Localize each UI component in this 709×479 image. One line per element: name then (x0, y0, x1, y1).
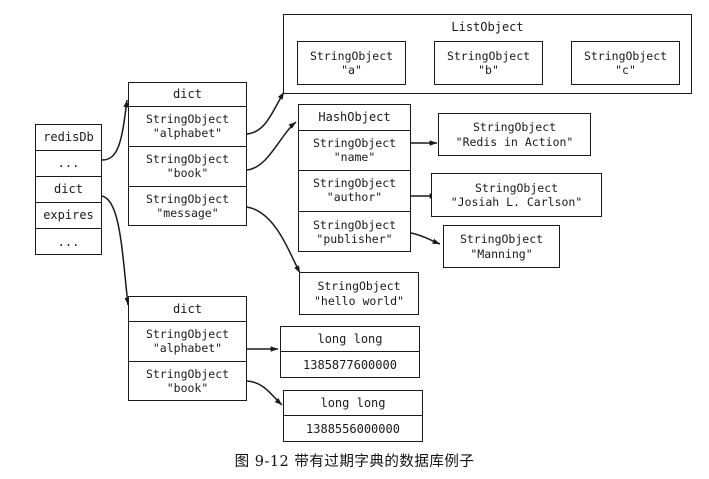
hash-value-publisher: StringObject"Manning" (443, 225, 560, 268)
expires-dict-header: dict (129, 297, 246, 322)
connector-publisher-to-manning (410, 232, 441, 245)
hash-field-author: StringObject"author" (299, 171, 410, 212)
main-dict-table: dict StringObject"alphabet" StringObject… (128, 82, 247, 226)
main-dict-key-message: StringObject"message" (145, 192, 230, 220)
expires-dict-table: dict StringObject"alphabet" StringObject… (128, 296, 247, 401)
expire-value-book: long long 1388556000000 (283, 390, 423, 442)
redisdb-struct: redisDb ... dict expires ... (35, 124, 102, 255)
figure-caption: 图 9-12 带有过期字典的数据库例子 (234, 454, 475, 470)
expire-value-number: 1388556000000 (306, 422, 400, 437)
connector-db-expires-to-expires-dict (101, 195, 130, 306)
connector-message-to-helloworld (246, 206, 301, 274)
hash-object-table: HashObject StringObject"name" StringObje… (298, 104, 411, 252)
list-object-title: ListObject (451, 20, 524, 34)
expire-value-number: 1385877600000 (303, 358, 397, 373)
redisdb-row-dict: dict (36, 177, 101, 203)
redisdb-row-expires: expires (36, 203, 101, 229)
connector-expbook-to-ts2 (246, 380, 283, 406)
expires-dict-key-alphabet: StringObject"alphabet" (129, 322, 246, 362)
message-string-object: StringObject"hello world" (299, 272, 419, 315)
expire-value-type: long long (284, 391, 422, 416)
main-dict-header: dict (129, 83, 246, 107)
list-item-b: StringObject"b" (434, 41, 543, 85)
expire-value-type: long long (281, 327, 419, 352)
hash-object-header: HashObject (299, 105, 410, 131)
redisdb-row: ... (57, 235, 80, 250)
list-item-a: StringObject"a" (297, 41, 406, 85)
connector-db-dict-to-main-dict (101, 99, 129, 161)
hash-value-name: StringObject"Redis in Action" (438, 113, 591, 156)
redisdb-row: redisDb (36, 125, 101, 151)
main-dict-key-alphabet: StringObject"alphabet" (129, 107, 246, 147)
hash-field-publisher: StringObject"publisher" (312, 217, 397, 246)
list-item-c: StringObject"c" (571, 41, 680, 85)
main-dict-key-book: StringObject"book" (129, 147, 246, 187)
redisdb-row: ... (36, 151, 101, 177)
connector-book-to-hashobject (246, 121, 297, 171)
hash-value-author: StringObject"Josiah L. Carlson" (431, 173, 602, 217)
expire-value-alphabet: long long 1385877600000 (280, 326, 420, 378)
expires-dict-key-book: StringObject"book" (145, 367, 230, 395)
hash-field-name: StringObject"name" (299, 131, 410, 171)
connector-alphabet-to-listobject (246, 91, 285, 135)
